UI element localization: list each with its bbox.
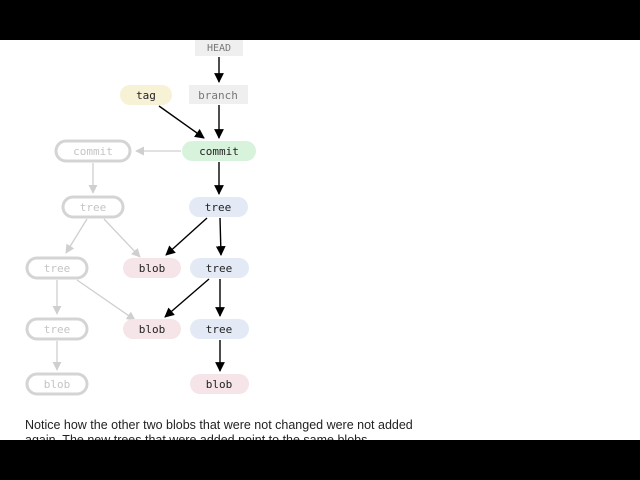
git-object-diagram: commit tree tree tree blob HEAD bran — [25, 40, 256, 396]
branch-label: branch — [198, 89, 238, 102]
active-objects: HEAD branch tag commit tree blob tree bl… — [120, 40, 256, 394]
arrow-tag-to-commit — [158, 105, 205, 139]
letterbox-top — [0, 0, 640, 40]
caption-text: Notice how the other two blobs that were… — [25, 418, 413, 440]
arrow-tree-2-to-blob-2 — [164, 278, 210, 318]
old-tree-label-2: tree — [44, 262, 71, 275]
commit-label: commit — [199, 145, 239, 158]
blob-node-3 — [190, 374, 249, 394]
arrow-tree-to-blob-1 — [165, 217, 208, 256]
old-tree-label-1: tree — [80, 201, 107, 214]
old-arrows — [52, 146, 181, 371]
old-objects: commit tree tree tree blob — [25, 139, 132, 396]
blob-label-3: blob — [206, 378, 233, 391]
blob-label-2: blob — [139, 323, 166, 336]
branch-node — [189, 85, 248, 104]
tree-node-2 — [190, 258, 249, 278]
old-tree-label-3: tree — [44, 323, 71, 336]
arrow-old-tree-to-old-tree-2 — [65, 218, 88, 254]
commit-node — [182, 141, 256, 161]
old-commit-node — [54, 139, 132, 163]
old-blob-node — [25, 372, 89, 396]
tag-label: tag — [136, 89, 156, 102]
old-commit-label: commit — [73, 145, 113, 158]
letterbox-bottom — [0, 440, 640, 480]
head-label: HEAD — [207, 43, 231, 54]
old-tree-node-3 — [25, 317, 89, 341]
tree-node-3 — [190, 319, 249, 339]
tree-label-1: tree — [205, 201, 232, 214]
blob-node-2 — [123, 319, 181, 339]
blob-label-1: blob — [139, 262, 166, 275]
active-arrows — [158, 57, 226, 372]
arrow-old-tree-to-blob-1 — [103, 218, 141, 258]
tree-node-1 — [189, 197, 248, 217]
old-tree-node-1 — [61, 195, 125, 219]
tree-label-2: tree — [206, 262, 233, 275]
old-blob-label: blob — [44, 378, 71, 391]
tag-node — [120, 85, 172, 105]
old-tree-node-2 — [25, 256, 89, 280]
slide-content: commit tree tree tree blob HEAD bran — [0, 40, 640, 440]
head-node — [195, 40, 243, 56]
blob-node-1 — [123, 258, 181, 278]
tree-label-3: tree — [206, 323, 233, 336]
arrow-tree-to-tree-2 — [215, 217, 226, 256]
arrow-old-tree-2-to-blob-2 — [76, 279, 136, 321]
